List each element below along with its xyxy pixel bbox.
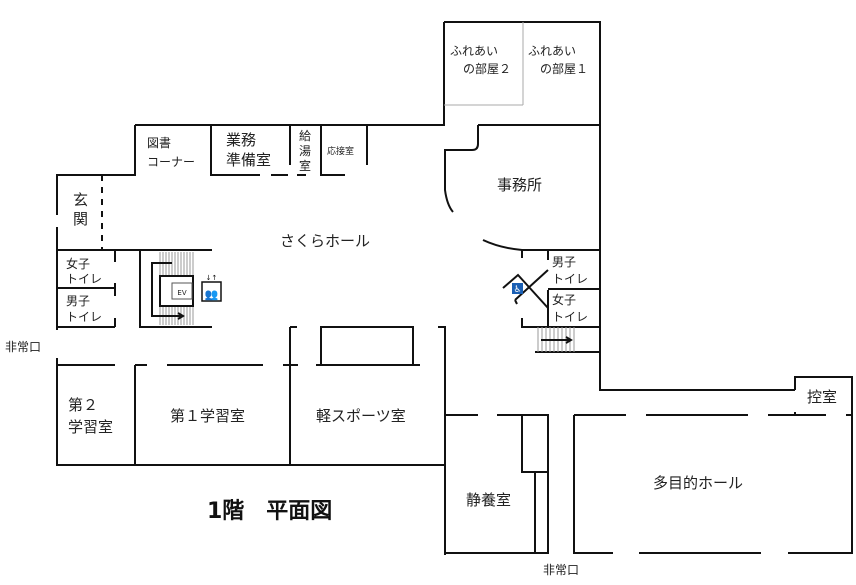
room-labels: ふれあい の部屋２ ふれあい の部屋１ 図書 コーナー 業務 準備室 給 湯 室… xyxy=(5,44,837,577)
room-kitchenette: 給 xyxy=(299,129,311,143)
room-prep: 業務 xyxy=(226,131,256,149)
room-fureai1-line2: の部屋１ xyxy=(540,61,588,76)
room-mens-toilet-left-line2: トイレ xyxy=(66,310,102,324)
elevator-label: EV xyxy=(177,289,186,297)
room-fureai2-line2: の部屋２ xyxy=(463,61,511,76)
svg-text:👥: 👥 xyxy=(205,288,219,301)
room-library-corner: 図書 xyxy=(147,136,171,150)
room-mens-toilet-right-line2: トイレ xyxy=(552,272,588,286)
room-sakura-hall: さくらホール xyxy=(280,232,370,250)
room-kitchenette-line3: 室 xyxy=(299,158,311,173)
emergency-exit-bottom: 非常口 xyxy=(543,563,579,577)
room-mens-toilet-right: 男子 xyxy=(552,255,576,269)
elevator[interactable] xyxy=(171,282,193,300)
room-kitchenette-line2: 湯 xyxy=(299,144,311,158)
room-mens-toilet-left: 男子 xyxy=(66,294,90,308)
room-fureai2: ふれあい xyxy=(450,44,498,58)
svg-text:↓↑: ↓↑ xyxy=(206,274,218,282)
room-rest: 静養室 xyxy=(466,491,511,509)
room-waiting: 控室 xyxy=(807,388,837,406)
svg-text:♿: ♿ xyxy=(513,285,521,295)
room-light-sports: 軽スポーツ室 xyxy=(316,407,406,425)
room-womens-toilet-right-line2: トイレ xyxy=(552,310,588,324)
room-entrance-line2: 関 xyxy=(73,210,88,228)
elevator-icon: 👥 ↓↑ xyxy=(201,274,222,302)
room-fureai1: ふれあい xyxy=(528,44,576,58)
room-office: 事務所 xyxy=(497,176,542,194)
accessible-toilet-door: ♿ xyxy=(502,269,549,309)
room-multipurpose-hall: 多目的ホール xyxy=(653,474,743,492)
room-library-corner-line2: コーナー xyxy=(147,155,195,169)
room-study2: 第２ xyxy=(68,396,98,414)
room-study2-line2: 学習室 xyxy=(68,418,113,436)
room-entrance: 玄 xyxy=(73,191,88,209)
floor-title: 1階 平面図 xyxy=(207,499,332,524)
room-womens-toilet-left: 女子 xyxy=(66,256,90,271)
room-womens-toilet-right: 女子 xyxy=(552,292,576,307)
emergency-exit-left: 非常口 xyxy=(5,340,41,354)
room-reception: 応接室 xyxy=(327,145,354,157)
room-womens-toilet-left-line2: トイレ xyxy=(66,272,102,286)
wheelchair-icon xyxy=(512,283,523,294)
room-prep-line2: 準備室 xyxy=(226,151,271,169)
room-study1: 第１学習室 xyxy=(170,407,245,425)
stairs-right xyxy=(537,327,575,352)
walls: ♿ 👥 ↓↑ xyxy=(56,21,853,555)
